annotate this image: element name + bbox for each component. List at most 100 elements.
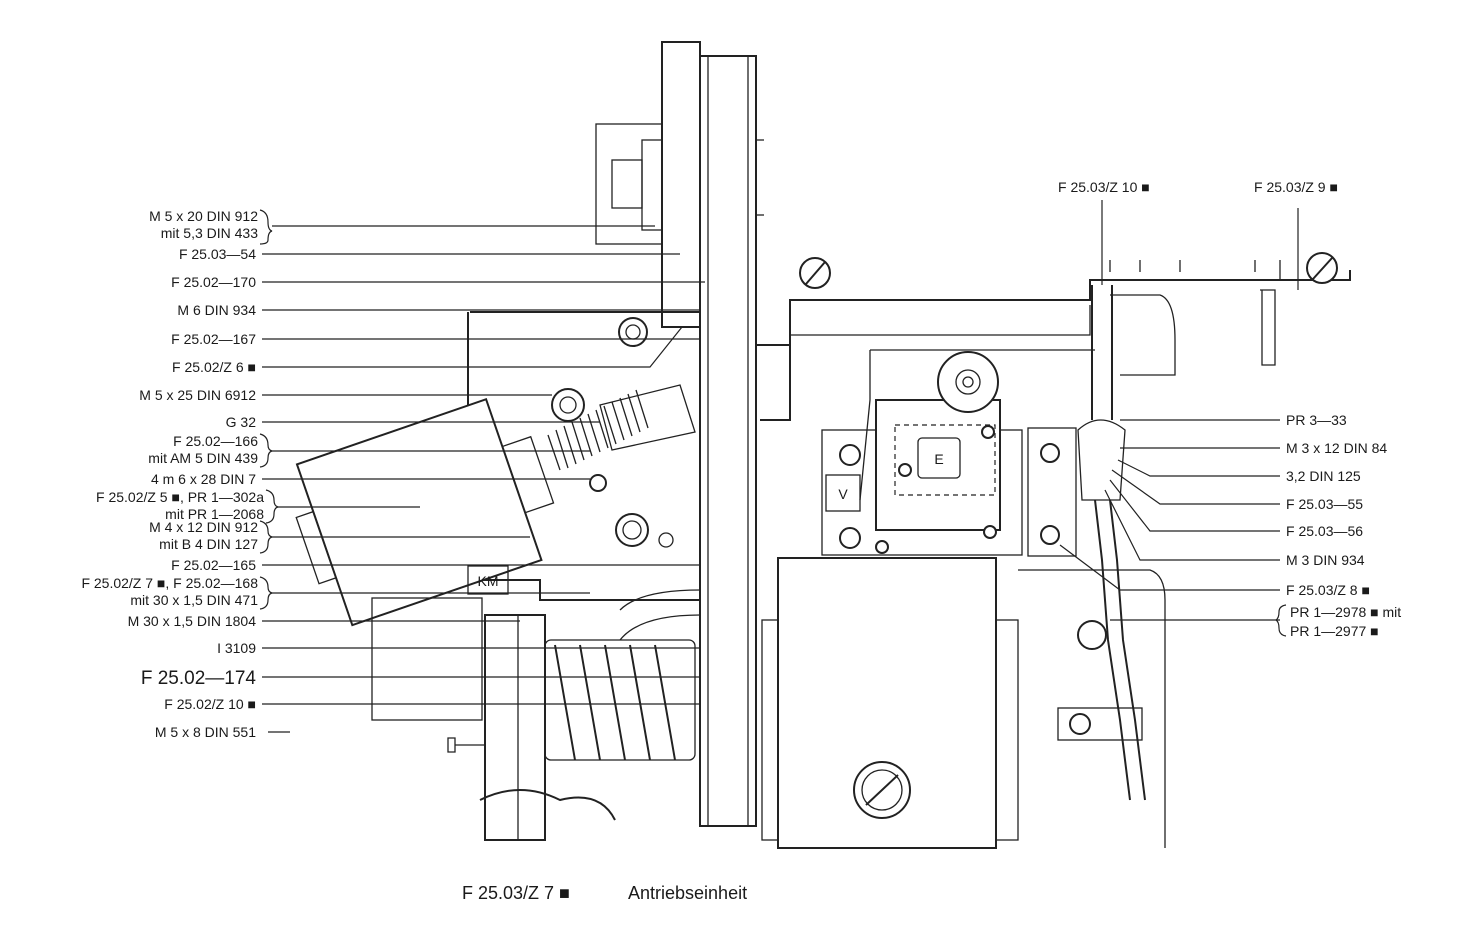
- clamp-screw: [1040, 443, 1060, 463]
- leader: [1059, 544, 1280, 591]
- label-f25-03-55: F 25.03—55: [1286, 496, 1363, 512]
- clamp-screw: [1040, 525, 1060, 545]
- washer: [551, 388, 585, 422]
- vertical-rod: [1091, 285, 1113, 420]
- gear-housing-flange: [761, 619, 779, 841]
- clutch-block: [484, 614, 546, 841]
- left-labels: M 5 x 20 DIN 912 mit 5,3 DIN 433 F 25.03…: [81, 208, 279, 740]
- leader: [262, 326, 683, 368]
- main-belt: [699, 55, 757, 827]
- frame-tab: [1254, 260, 1281, 366]
- label-mit-b4: mit B 4 DIN 127: [159, 536, 258, 552]
- label-m3-din934: M 3 DIN 934: [1286, 552, 1365, 568]
- leader-lines: [262, 200, 1299, 733]
- label-m30x1-5: M 30 x 1,5 DIN 1804: [128, 613, 257, 629]
- label-f25-02-z10: F 25.02/Z 10 ■: [164, 696, 256, 712]
- km-box: [467, 565, 509, 595]
- lower-bracket-curve: [619, 589, 701, 641]
- motor-housing: [295, 397, 555, 627]
- compression-spring: [547, 384, 696, 471]
- sensor-nut: [875, 540, 889, 554]
- label-mit-5-3: mit 5,3 DIN 433: [161, 225, 258, 241]
- label-f25-02-170: F 25.02—170: [171, 274, 256, 290]
- caption-code: F 25.03/Z 7 ■: [462, 883, 570, 903]
- label-m5x25: M 5 x 25 DIN 6912: [139, 387, 256, 403]
- caption: F 25.03/Z 7 ■ Antriebseinheit: [462, 883, 747, 903]
- label-f25-02-z6: F 25.02/Z 6 ■: [172, 359, 256, 375]
- label-4m6x28: 4 m 6 x 28 DIN 7: [151, 471, 256, 487]
- label-m3x12: M 3 x 12 DIN 84: [1286, 440, 1387, 456]
- label-i3109: I 3109: [217, 640, 256, 656]
- flex-cable-2: [1109, 499, 1146, 801]
- spring-coils: [547, 389, 649, 471]
- hex-nut: [618, 317, 648, 347]
- flange-washer: [641, 139, 663, 231]
- frame-bracket: [1110, 294, 1176, 376]
- cable-bracket: [1057, 707, 1143, 741]
- bearing-ring: [615, 513, 649, 547]
- spring-housing: [599, 384, 696, 451]
- leader: [1109, 479, 1280, 532]
- screw-slot: [1312, 257, 1333, 280]
- frame-ticks: [1109, 260, 1181, 272]
- label-3-2-din125: 3,2 DIN 125: [1286, 468, 1361, 484]
- label-g32: G 32: [226, 414, 257, 430]
- mechanism-drawing: KM E V: [295, 41, 1351, 849]
- gear-screw-inner: [861, 769, 903, 811]
- km-letter: KM: [478, 573, 499, 589]
- leader: [1117, 459, 1280, 477]
- caption-title: Antriebseinheit: [628, 883, 747, 903]
- label-f25-03-z9: F 25.03/Z 9 ■: [1254, 179, 1338, 195]
- label-mit-30x1-5: mit 30 x 1,5 DIN 471: [130, 592, 258, 608]
- brace: [259, 433, 273, 468]
- label-f25-02-z5: F 25.02/Z 5 ■, PR 1—302a: [96, 489, 264, 505]
- label-f25-02-z7: F 25.02/Z 7 ■, F 25.02—168: [81, 575, 258, 591]
- pulley: [937, 351, 999, 413]
- motor-body: [295, 397, 543, 627]
- sensor-screw: [839, 527, 861, 549]
- brace: [1274, 604, 1287, 637]
- sensor-nut: [981, 425, 995, 439]
- brace: [259, 576, 273, 610]
- right-labels: PR 3—33 M 3 x 12 DIN 84 3,2 DIN 125 F 25…: [1274, 412, 1401, 639]
- label-m6: M 6 DIN 934: [177, 302, 256, 318]
- lower-frame: [371, 597, 483, 721]
- leader: [1104, 489, 1280, 561]
- sensor-nut: [983, 525, 997, 539]
- label-mit-pr1-2068: mit PR 1—2068: [165, 506, 264, 522]
- sensor-body: [875, 399, 1001, 531]
- label-f25-02-165: F 25.02—165: [171, 557, 256, 573]
- upper-flange: [661, 41, 701, 328]
- label-pr1-2977: PR 1—2977 ■: [1290, 623, 1379, 639]
- right-housing: [1018, 569, 1166, 848]
- small-pin: [589, 474, 607, 492]
- lower-pin: [447, 737, 485, 753]
- sensor-nut: [898, 463, 912, 477]
- brace: [265, 489, 279, 524]
- sensor-screw: [839, 444, 861, 466]
- label-f25-03-z10: F 25.03/Z 10 ■: [1058, 179, 1150, 195]
- screw-slot: [865, 774, 899, 806]
- label-pr3-33: PR 3—33: [1286, 412, 1347, 428]
- label-pr1-2978: PR 1—2978 ■ mit: [1290, 604, 1401, 620]
- e-box: [917, 437, 961, 479]
- v-box: [825, 474, 861, 512]
- small-hole: [658, 532, 674, 548]
- top-frame: [756, 270, 1351, 346]
- bearing-bore: [622, 520, 642, 540]
- frame-drop: [760, 300, 791, 421]
- gear-housing-flange: [995, 619, 1019, 841]
- label-mit-am5: mit AM 5 DIN 439: [148, 450, 258, 466]
- label-m5x8: M 5 x 8 DIN 551: [155, 724, 256, 740]
- motor-shaft-end: [295, 510, 337, 585]
- washer-bore: [559, 396, 577, 414]
- leader: [1111, 469, 1280, 505]
- cable-clip: [1077, 620, 1107, 650]
- pulley-bore: [962, 376, 974, 388]
- brace: [259, 209, 273, 245]
- label-f25-02-167: F 25.02—167: [171, 331, 256, 347]
- bracket-screw: [1069, 713, 1091, 735]
- motor-coupling: [501, 435, 555, 514]
